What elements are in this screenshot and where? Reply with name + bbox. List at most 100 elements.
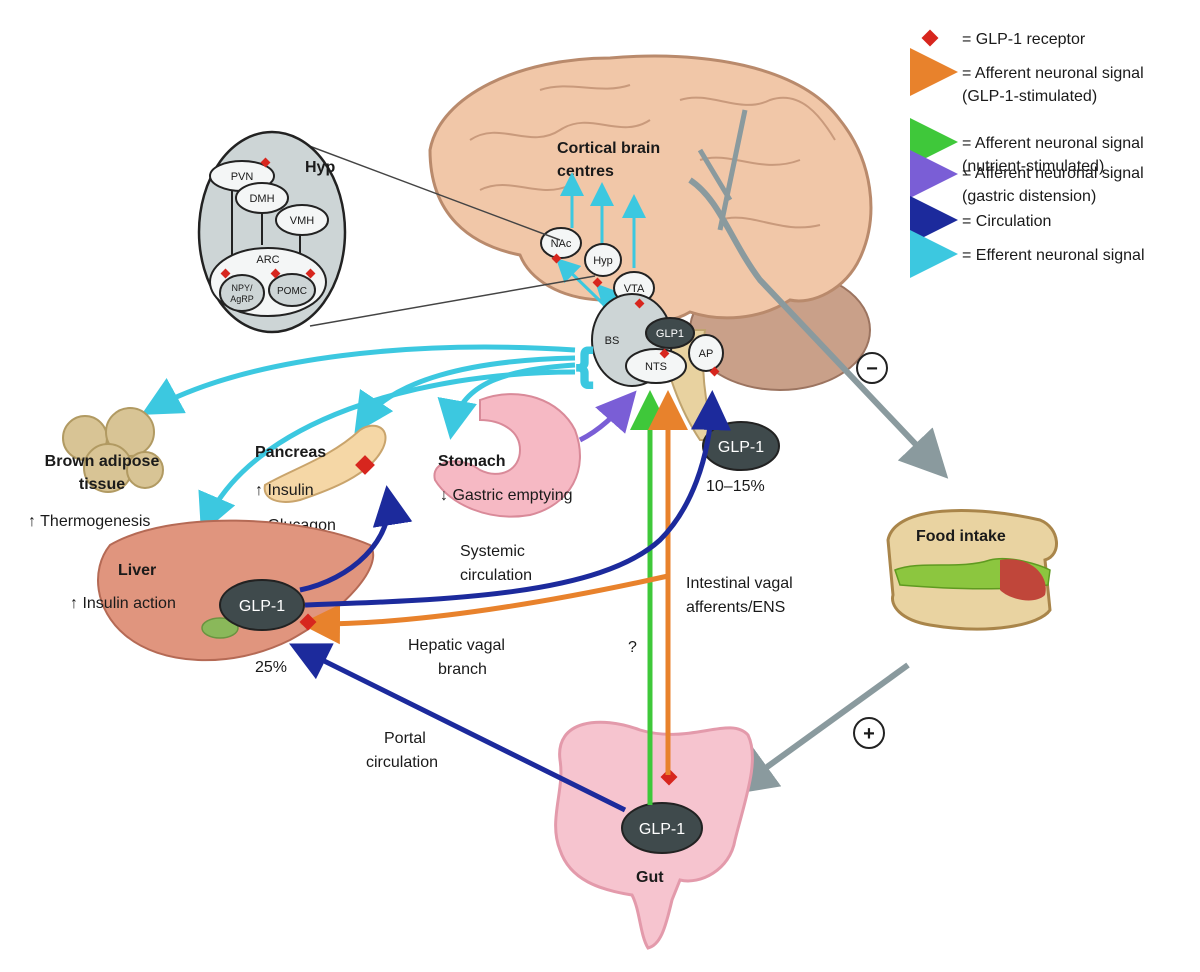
- inhibition-circle: [856, 352, 888, 384]
- legend-label: = Circulation: [962, 213, 1051, 230]
- glp1-node: [645, 317, 695, 349]
- red-diamond-icon: [921, 29, 939, 47]
- dmh-label: DMH: [249, 193, 274, 205]
- stimulation-circle: [853, 717, 885, 749]
- hyp-node: [584, 243, 622, 277]
- nts-label: NTS: [645, 361, 667, 373]
- vta-label: VTA: [624, 283, 645, 295]
- pancreas-label: Pancreas: [255, 444, 326, 461]
- cortical-centres-label: Cortical brain: [557, 140, 660, 157]
- insulin-action-label: ↑ Insulin action: [70, 595, 176, 612]
- liver-label: Liver: [118, 562, 156, 579]
- pathway-labels: Systemic circulation Hepatic vagal branc…: [366, 543, 793, 771]
- gut: GLP-1 Gut: [554, 720, 754, 950]
- brain-pct-label: 10–15%: [706, 478, 765, 495]
- legend-label-sub: (gastric distension): [962, 188, 1096, 205]
- pomc-node: [268, 273, 316, 307]
- nac-node: [540, 227, 582, 259]
- brain-gyri: [469, 84, 836, 229]
- hyp-inset: PVN Hyp DMH VMH ARC NPY/ AgRP POMC: [197, 130, 596, 334]
- liver-pct-label: 25%: [255, 659, 287, 676]
- portal-label-2: circulation: [366, 754, 438, 771]
- ap-label: AP: [699, 348, 714, 360]
- nts-node: [625, 348, 687, 384]
- inset-title: Hyp: [305, 159, 335, 176]
- gallbladder: [201, 617, 239, 639]
- legend-item-purple: = Afferent neuronal signal (gastric dist…: [910, 150, 1144, 205]
- legend-label: = Efferent neuronal signal: [962, 247, 1145, 264]
- receptor-diamonds-inset: [220, 157, 316, 279]
- legend-item-green: = Afferent neuronal signal (nutrient-sti…: [910, 118, 1144, 175]
- arc-label: ARC: [256, 254, 279, 266]
- systemic-label-2: circulation: [460, 567, 532, 584]
- legend-label: = Afferent neuronal signal: [962, 165, 1144, 182]
- intestinal-label-2: afferents/ENS: [686, 599, 785, 616]
- npy-agrp-node: [219, 274, 265, 312]
- gut-glp1-node: [621, 802, 703, 854]
- gut-receptor: [660, 768, 678, 786]
- liver: Liver ↑ Insulin action GLP-1 25%: [70, 519, 375, 676]
- stomach-label: Stomach: [438, 453, 506, 470]
- hyp-label: Hyp: [593, 255, 613, 267]
- pathways: [289, 390, 731, 813]
- efferent-arrows-organs: {: [141, 341, 594, 535]
- pancreas-receptor: [355, 455, 375, 475]
- liver-glp1-label: GLP-1: [239, 598, 285, 615]
- food-intake-label: Food intake: [916, 528, 1006, 545]
- bat-label: Brown adipose: [45, 453, 160, 470]
- gray-nerve: [688, 177, 949, 479]
- inset-connector-bottom: [309, 275, 596, 327]
- brain: Cortical brain centres NAc Hyp VTA BS GL…: [428, 54, 949, 479]
- legend: = GLP-1 receptor = Afferent neuronal sig…: [910, 29, 1145, 278]
- bs-label: BS: [605, 335, 620, 347]
- pancreas: Pancreas ↑ Insulin ↓ Glucagon: [255, 424, 387, 534]
- sandwich-meat: [1000, 559, 1046, 601]
- npy-label: NPY/: [231, 283, 253, 293]
- legend-item-cyan: = Efferent neuronal signal: [910, 230, 1145, 278]
- blue-systemic-arrow: [304, 390, 731, 608]
- insulin-label: ↑ Insulin: [255, 482, 314, 499]
- legend-label: = Afferent neuronal signal: [962, 65, 1144, 82]
- brain-glp1-label: GLP-1: [718, 439, 764, 456]
- hepatic-receptor: [299, 613, 317, 631]
- gray-nerve-branch: [697, 109, 748, 231]
- brown-adipose-tissue: Brown adipose tissue ↑ Thermogenesis: [28, 407, 164, 530]
- stomach-illustration: [433, 393, 581, 518]
- hepatic-label: Hepatic vagal: [408, 637, 505, 654]
- blue-pancreas-arrow: [299, 485, 413, 593]
- nac-label: NAc: [551, 238, 572, 250]
- hepatic-label-2: branch: [438, 661, 487, 678]
- dmh-node: [235, 182, 289, 214]
- pvn-label: PVN: [231, 171, 254, 183]
- gastric-emptying-label: ↓ Gastric emptying: [440, 487, 572, 504]
- bat-label-2: tissue: [79, 476, 125, 493]
- unknown-pathway-label: ?: [628, 639, 637, 656]
- food-intake: Food intake +: [728, 509, 1058, 796]
- pancreas-illustration: [263, 424, 387, 503]
- adipose-illustration: [62, 407, 164, 493]
- stomach: Stomach ↓ Gastric emptying: [433, 393, 581, 518]
- intestinal-label: Intestinal vagal: [686, 575, 793, 592]
- legend-item-blue: = Circulation: [910, 196, 1051, 244]
- legend-label-sub: (GLP-1-stimulated): [962, 88, 1097, 105]
- efferent-brace: {: [578, 343, 591, 387]
- legend-label-sub: (nutrient-stimulated): [962, 158, 1104, 175]
- orange-hepatic-arrow: [300, 573, 669, 645]
- cerebrum: [428, 54, 873, 323]
- portal-label: Portal: [384, 730, 426, 747]
- legend-label: = Afferent neuronal signal: [962, 135, 1144, 152]
- gut-label: Gut: [636, 869, 664, 886]
- food-to-gut-arrow: [728, 662, 910, 796]
- pomc-label: POMC: [277, 286, 307, 297]
- blue-portal-arrow: [289, 643, 627, 813]
- brain-glp1-node: [702, 421, 780, 471]
- minus-sign: −: [866, 358, 878, 380]
- plus-sign: +: [863, 723, 875, 745]
- brain-glp1-pool: GLP-1 10–15%: [702, 421, 780, 495]
- receptor-diamonds-brain: [551, 253, 720, 377]
- vmh-label: VMH: [290, 215, 315, 227]
- gut-glp1-label: GLP-1: [639, 821, 685, 838]
- cortical-centres-label-2: centres: [557, 163, 614, 180]
- purple-gastric-arrow: [578, 390, 637, 443]
- legend-item-orange: = Afferent neuronal signal (GLP-1-stimul…: [910, 48, 1144, 105]
